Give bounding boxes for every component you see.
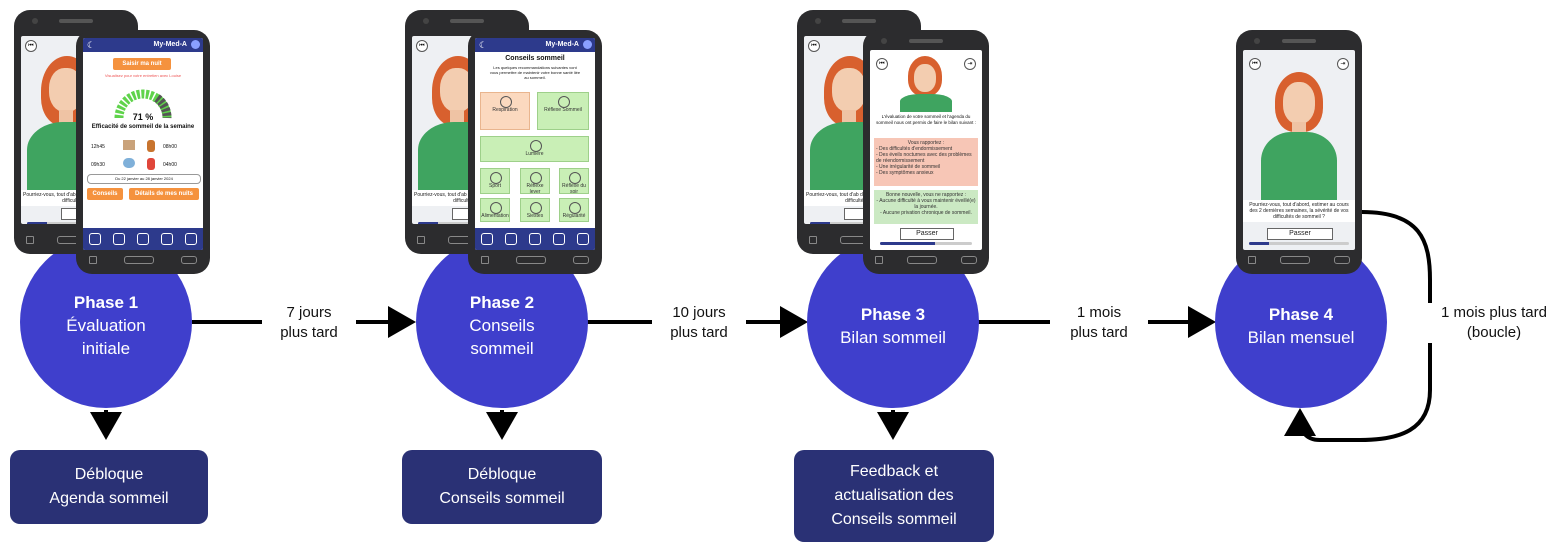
phase-title: Phase 2	[469, 293, 535, 312]
exit-icon[interactable]: ⇥	[964, 58, 976, 70]
sleep-efficiency-gauge	[114, 89, 172, 119]
alarm-icon[interactable]	[113, 233, 125, 245]
skip-button[interactable]: Passer	[1267, 228, 1333, 240]
moon-icon: ☾	[479, 40, 488, 50]
unlock-box-phase1: Débloque Agenda sommeil	[10, 450, 208, 524]
gauge-label: Efficacité de sommeil de la semaine	[91, 124, 195, 130]
exit-icon[interactable]: ⇥	[1337, 58, 1349, 70]
reported-issues-box: Vous rapportez : - Des difficultés d'end…	[874, 138, 978, 186]
phone-phase4: ⏮ ⇥ Pourriez-vous, tout d'abord, estimer…	[1236, 30, 1362, 274]
phone-phase2-front: ☾My-Med-A Conseils sommeil Les quelques …	[468, 30, 602, 274]
rewind-icon[interactable]: ⏮	[1249, 58, 1261, 70]
phone-phase3-front: ⏮ ⇥ L'évaluation de votre sommeil et l'a…	[863, 30, 989, 274]
advice-icon[interactable]	[553, 233, 565, 245]
bottom-nav	[475, 228, 595, 250]
unlock-box-phase2: Débloque Conseils sommeil	[402, 450, 602, 524]
settings-icon[interactable]	[191, 40, 200, 49]
home-icon[interactable]	[89, 233, 101, 245]
transition-label-2: 10 jours plus tard	[652, 303, 746, 343]
avatar-subtitle: Pourriez-vous, tout d'abord, estimer au …	[1243, 200, 1355, 222]
tile-sleep-reflex[interactable]: Réflexe Sommeil	[537, 92, 589, 130]
home-icon[interactable]	[481, 233, 493, 245]
date-range-selector[interactable]: Du 22 janvier au 28 janvier 2024	[87, 174, 201, 184]
unlock-box-phase3: Feedback et actualisation des Conseils s…	[794, 450, 994, 542]
tile-sport[interactable]: Sport	[480, 168, 510, 194]
tile-regularity[interactable]: Régularité	[559, 198, 589, 222]
tile-naps[interactable]: Siestes	[520, 198, 550, 222]
walking-person-icon	[147, 140, 155, 152]
advice-icon[interactable]	[161, 233, 173, 245]
arrow-phase4-loop	[1284, 210, 1432, 442]
chart-icon[interactable]	[529, 233, 541, 245]
tile-morning-reflex[interactable]: Réflexe lever	[520, 168, 550, 195]
transition-label-loop: 1 mois plus tard (boucle)	[1428, 303, 1553, 343]
rewind-icon[interactable]: ⏮	[416, 40, 428, 52]
moon-icon: ☾	[87, 40, 96, 50]
rewind-icon[interactable]: ⏮	[876, 58, 888, 70]
advice-title: Conseils sommeil	[505, 55, 565, 62]
rewind-icon[interactable]: ⏮	[808, 40, 820, 52]
app-bar: ☾My-Med-A	[83, 38, 203, 52]
settings-icon[interactable]	[583, 40, 592, 49]
night-details-button[interactable]: Détails de mes nuits	[129, 188, 199, 200]
advice-button[interactable]: Conseils	[87, 188, 123, 200]
rewind-icon[interactable]: ⏮	[25, 40, 37, 52]
good-news-box: Bonne nouvelle, vous ne rapportez : - Au…	[874, 190, 978, 224]
phase-title: Phase 3	[860, 304, 926, 324]
phase-title: Phase 1	[73, 293, 139, 312]
transition-label-1: 7 jours plus tard	[262, 303, 356, 343]
tile-breathing[interactable]: Respiration	[480, 92, 530, 130]
book-icon[interactable]	[185, 233, 197, 245]
phone-phase1-front: ☾My-Med-A Saisir ma nuit Visualisez pour…	[76, 30, 210, 274]
transition-label-3: 1 mois plus tard	[1050, 303, 1148, 343]
bottom-nav	[83, 228, 203, 250]
book-icon[interactable]	[577, 233, 589, 245]
tile-evening-reflex[interactable]: Réflexe du soir	[559, 168, 589, 195]
tile-light[interactable]: Lumière	[480, 136, 589, 162]
gauge-value: 71 %	[132, 112, 154, 122]
phase-title: Phase 4	[1268, 304, 1334, 324]
running-person-icon	[147, 158, 155, 170]
log-night-button[interactable]: Saisir ma nuit	[113, 58, 171, 70]
skip-button[interactable]: Passer	[900, 228, 954, 240]
alarm-icon[interactable]	[505, 233, 517, 245]
bed-icon	[123, 140, 135, 150]
tile-food[interactable]: Alimentation	[480, 198, 510, 222]
app-bar: ☾My-Med-A	[475, 38, 595, 52]
sleeping-icon	[123, 158, 135, 168]
chart-icon[interactable]	[137, 233, 149, 245]
